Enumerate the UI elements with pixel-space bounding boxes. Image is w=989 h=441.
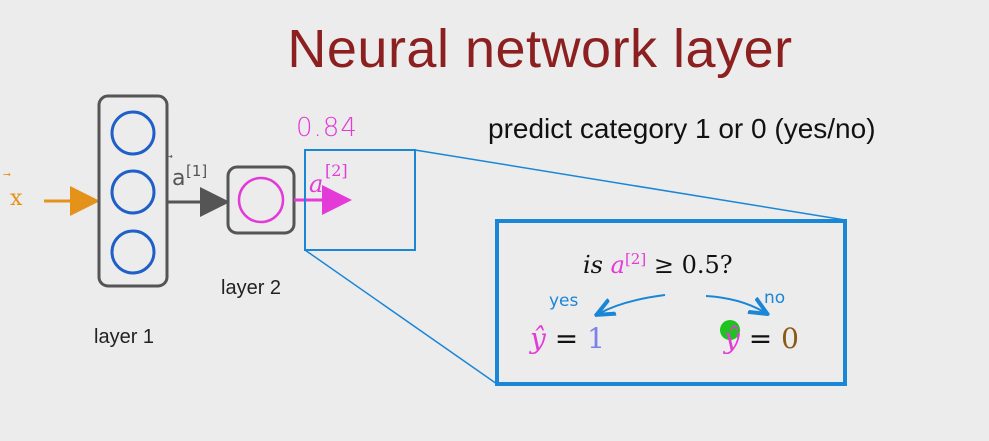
condition-rest: ≥ 0.5? <box>653 251 733 279</box>
yhat-symbol: ŷ <box>530 322 546 355</box>
no-result: ŷ = 0 <box>724 322 799 355</box>
condition-sup: [2] <box>624 250 647 268</box>
layer2-neuron <box>237 176 285 224</box>
layer1-neuron <box>110 229 156 275</box>
cursor-dot <box>720 320 740 340</box>
zoom-detail-box <box>495 219 847 386</box>
yes-label: yes <box>549 291 579 311</box>
zoom-source-box <box>304 149 416 251</box>
handwritten-value: 0.84 <box>296 113 358 143</box>
layer1-label: layer 1 <box>94 326 155 348</box>
a1-superscript: [1] <box>186 162 208 180</box>
yes-result: ŷ = 1 <box>530 322 605 355</box>
equals-sign: = <box>748 322 773 355</box>
layer1-neuron <box>110 169 156 215</box>
a1-label: a <box>172 166 186 191</box>
layer1-box <box>97 94 169 288</box>
predict-caption: predict category 1 or 0 (yes/no) <box>488 113 876 144</box>
yhat-symbol: ŷ <box>724 322 740 355</box>
zoom-line-top <box>414 149 846 221</box>
no-arrow <box>705 295 764 312</box>
input-label: x <box>10 186 23 211</box>
layer2-label: layer 2 <box>221 277 282 299</box>
equals-sign: = <box>554 322 579 355</box>
a2-superscript: [2] <box>325 161 348 180</box>
zoom-line-bottom <box>304 249 498 385</box>
yes-arrow <box>600 294 666 313</box>
slide-title: Neural network layer <box>287 19 793 79</box>
condition-prefix: is <box>583 251 603 279</box>
no-label: no <box>764 288 786 308</box>
layer1-neuron <box>110 110 156 156</box>
threshold-condition: is a[2] ≥ 0.5? <box>583 250 733 279</box>
condition-var: a <box>610 251 625 279</box>
result-value-zero: 0 <box>781 322 799 355</box>
result-value-one: 1 <box>587 322 605 355</box>
a2-label: a <box>309 170 324 198</box>
